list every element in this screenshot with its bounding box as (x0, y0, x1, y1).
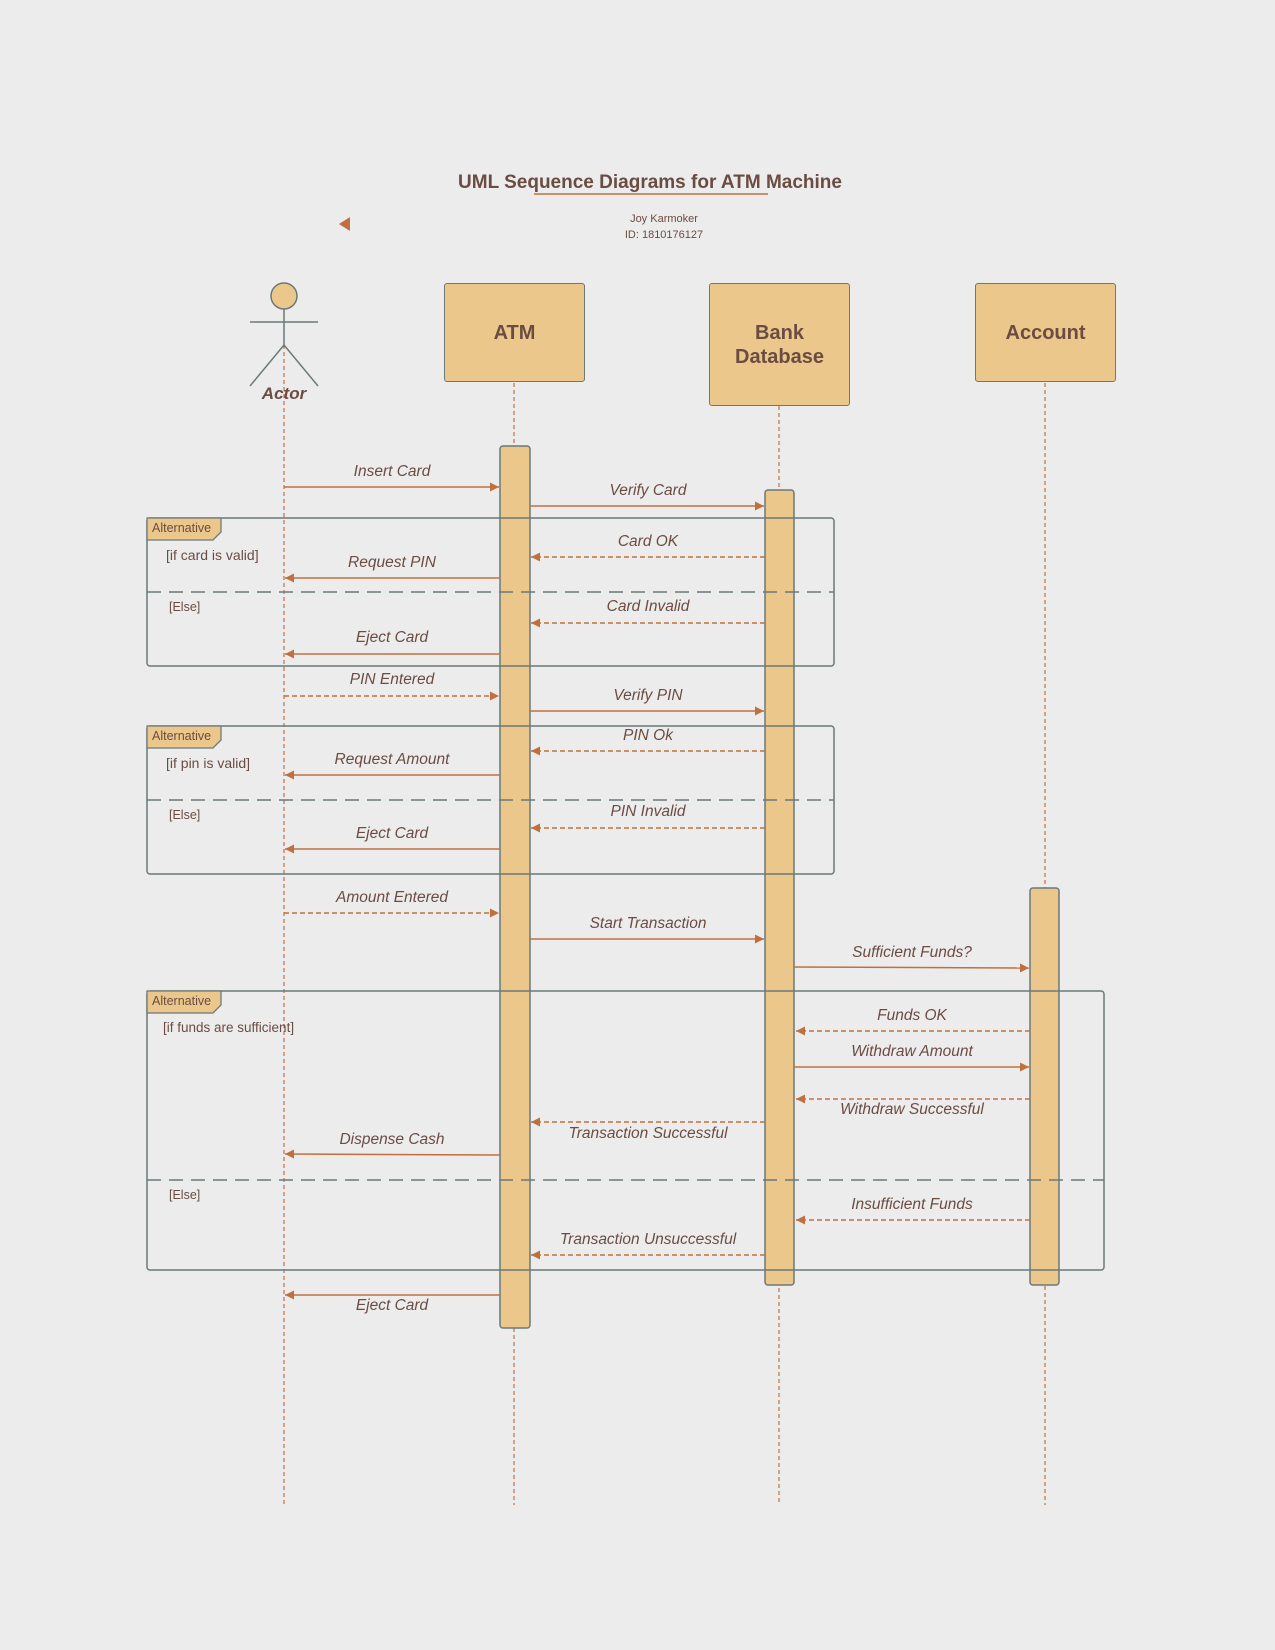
activation-bank (764, 489, 795, 1286)
msg-verify-card: Verify Card (609, 482, 687, 499)
msg-withdraw-successful: Withdraw Successful (840, 1101, 984, 1118)
arrow-dispense-cash (284, 1149, 501, 1159)
msg-card-invalid: Card Invalid (606, 598, 690, 615)
frame-guard-2: [if pin is valid] (166, 755, 251, 771)
participant-bank-database-label: Bank Database (735, 321, 824, 368)
arrow-sufficient-funds (793, 963, 1030, 973)
frame-else-3: [Else] (169, 1188, 201, 1202)
activation-account (1029, 887, 1060, 1286)
participant-bank-database: Bank Database (709, 283, 850, 406)
participant-atm-label: ATM (493, 321, 536, 344)
frame-guard-3: [if funds are sufficient] (163, 1020, 295, 1035)
msg-pin-ok: PIN Ok (623, 727, 673, 744)
frame-else-2: [Else] (169, 808, 201, 822)
participant-actor-label: Actor (261, 384, 307, 403)
msg-pin-invalid: PIN Invalid (610, 803, 686, 820)
msg-transaction-successful: Transaction Successful (568, 1125, 728, 1142)
author-name: Joy Karmoker (630, 213, 698, 225)
author-id: ID: 1810176127 (624, 229, 704, 241)
frame-tag-2: Alternative (152, 729, 212, 743)
triangle-marker-icon (339, 217, 350, 231)
msg-insufficient-funds: Insufficient Funds (851, 1196, 973, 1213)
participant-atm: ATM (444, 283, 585, 382)
msg-request-pin: Request PIN (348, 554, 436, 571)
participant-account-label: Account (1005, 321, 1086, 344)
msg-eject-card-2: Eject Card (355, 825, 429, 842)
alt-frame-funds (146, 990, 1105, 1271)
msg-pin-entered: PIN Entered (349, 671, 435, 688)
participant-account: Account (975, 283, 1116, 382)
msg-withdraw-amount: Withdraw Amount (851, 1043, 973, 1060)
activation-atm (499, 445, 531, 1329)
page-title: UML Sequence Diagrams for ATM Machine (458, 172, 842, 193)
msg-card-ok: Card OK (617, 533, 679, 550)
frame-guard-1: [if card is valid] (166, 547, 259, 563)
alt-frame-card (146, 517, 835, 667)
msg-start-transaction: Start Transaction (589, 915, 707, 932)
msg-insert-card: Insert Card (353, 463, 431, 480)
actor-stick-figure-icon (249, 282, 319, 387)
msg-funds-ok: Funds OK (877, 1007, 947, 1024)
frame-tag-3: Alternative (152, 994, 212, 1008)
msg-eject-card-1: Eject Card (355, 629, 429, 646)
msg-request-amount: Request Amount (334, 751, 450, 768)
msg-sufficient-funds: Sufficient Funds? (852, 944, 972, 961)
alt-frame-pin (146, 725, 835, 875)
msg-dispense-cash: Dispense Cash (339, 1131, 445, 1148)
msg-transaction-unsuccessful: Transaction Unsuccessful (559, 1231, 737, 1248)
msg-eject-card-3: Eject Card (355, 1297, 429, 1314)
msg-amount-entered: Amount Entered (335, 889, 448, 906)
msg-verify-pin: Verify PIN (613, 687, 683, 704)
frame-else-1: [Else] (169, 600, 201, 614)
frame-tag-1: Alternative (152, 521, 212, 535)
